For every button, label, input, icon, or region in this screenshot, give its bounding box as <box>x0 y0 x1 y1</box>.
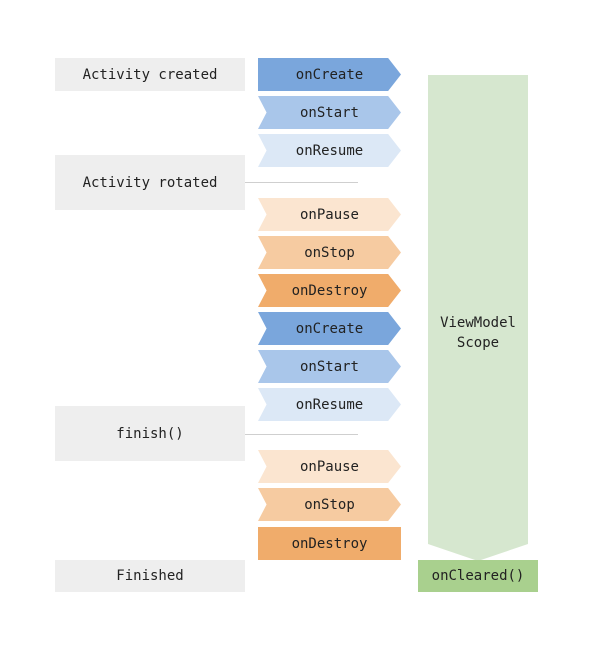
lifecycle-step: onStart <box>258 350 401 383</box>
lifecycle-step: onDestroy <box>258 274 401 307</box>
finish-connector-line <box>245 434 358 435</box>
lifecycle-step-label: onStop <box>304 496 355 513</box>
lifecycle-step: onResume <box>258 388 401 421</box>
lifecycle-step-label: onResume <box>295 396 364 413</box>
lifecycle-step-label: onPause <box>299 458 359 475</box>
event-finished-label: Finished <box>116 568 184 584</box>
lifecycle-step: onPause <box>258 198 401 231</box>
lifecycle-step-label: onStart <box>299 104 359 121</box>
viewmodel-scope-arrow <box>428 75 528 561</box>
lifecycle-step-label: onCreate <box>295 66 364 83</box>
viewmodel-scope-line1: ViewModel <box>440 315 516 331</box>
lifecycle-step-label: onStart <box>299 358 359 375</box>
lifecycle-step-label: onPause <box>299 206 359 223</box>
viewmodel-scope-line2: Scope <box>456 335 500 351</box>
event-finish: finish() <box>55 406 245 461</box>
lifecycle-step: onCreate <box>258 58 401 91</box>
lifecycle-step-label: onDestroy <box>291 535 368 552</box>
lifecycle-step: onPause <box>258 450 401 483</box>
viewmodel-scope-label: ViewModel Scope <box>428 313 528 353</box>
lifecycle-step-label: onStop <box>304 244 355 261</box>
event-activity-created: Activity created <box>55 58 245 91</box>
event-activity-rotated: Activity rotated <box>55 155 245 210</box>
event-finish-label: finish() <box>116 425 184 442</box>
lifecycle-step: onDestroy <box>258 527 401 560</box>
lifecycle-step-label: onResume <box>295 142 364 159</box>
event-activity-created-label: Activity created <box>82 66 218 83</box>
lifecycle-step-label: onDestroy <box>291 282 368 299</box>
lifecycle-step: onStart <box>258 96 401 129</box>
lifecycle-step: onStop <box>258 236 401 269</box>
on-cleared-box: onCleared() <box>418 560 538 592</box>
lifecycle-step: onStop <box>258 488 401 521</box>
event-activity-rotated-label: Activity rotated <box>82 174 218 191</box>
lifecycle-step: onCreate <box>258 312 401 345</box>
lifecycle-step: onResume <box>258 134 401 167</box>
rotated-connector-line <box>245 182 358 183</box>
lifecycle-step-label: onCreate <box>295 320 364 337</box>
on-cleared-label: onCleared() <box>431 568 525 584</box>
event-finished: Finished <box>55 560 245 592</box>
